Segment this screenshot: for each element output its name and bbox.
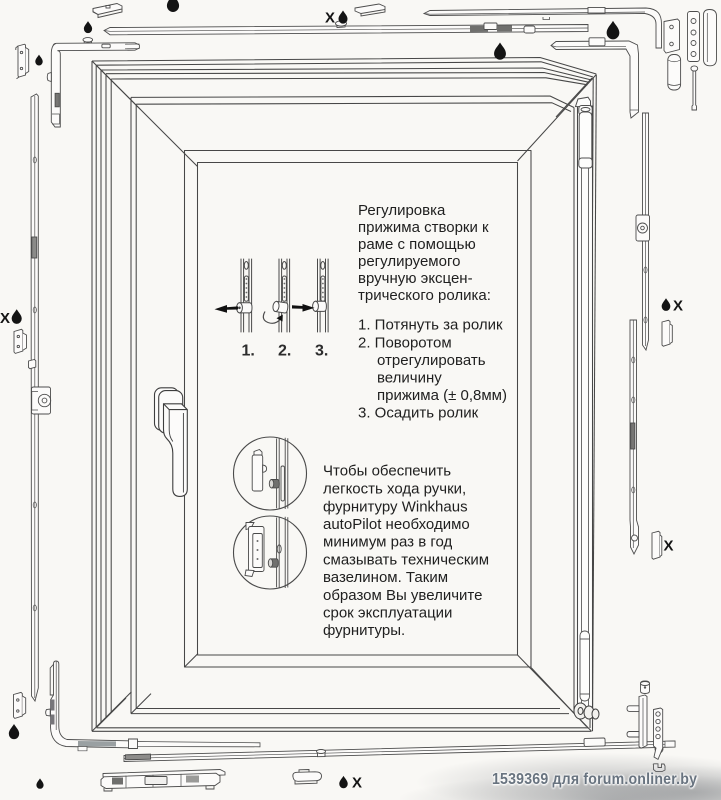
svg-text:1. Потянуть за ролик: 1. Потянуть за ролик <box>358 317 503 334</box>
svg-text:величину: величину <box>377 370 442 387</box>
svg-text:минимум раз в год: минимум раз в год <box>323 534 452 551</box>
svg-text:1.: 1. <box>242 343 255 360</box>
svg-text:прижима створки к: прижима створки к <box>358 219 489 236</box>
svg-text:3. Осадить ролик: 3. Осадить ролик <box>358 405 479 422</box>
svg-text:фурнитуру Winkhaus: фурнитуру Winkhaus <box>323 498 468 515</box>
svg-text:X: X <box>352 775 362 792</box>
svg-text:раме с помощью: раме с помощью <box>358 236 476 253</box>
svg-text:вазелином. Таким: вазелином. Таким <box>323 569 448 586</box>
svg-text:срок эксплуатации: срок эксплуатации <box>323 605 452 622</box>
svg-text:Регулировка: Регулировка <box>358 202 446 219</box>
svg-text:легкость хода ручки,: легкость хода ручки, <box>323 481 466 498</box>
svg-text:3.: 3. <box>315 343 328 360</box>
svg-text:регулируемого: регулируемого <box>358 253 460 270</box>
svg-text:фурнитуры.: фурнитуры. <box>323 622 405 639</box>
svg-text:смазывать техническим: смазывать техническим <box>323 551 489 568</box>
svg-text:образом Вы увеличите: образом Вы увеличите <box>323 587 482 604</box>
svg-text:2. Поворотом: 2. Поворотом <box>358 335 452 352</box>
svg-text:2.: 2. <box>278 343 291 360</box>
svg-text:X: X <box>673 298 683 315</box>
svg-text:X: X <box>325 10 335 27</box>
svg-text:autoPilot необходимо: autoPilot необходимо <box>323 516 470 533</box>
svg-text:вручную эксцен-: вручную эксцен- <box>358 270 473 287</box>
svg-text:трического ролика:: трического ролика: <box>358 287 491 304</box>
svg-text:отрегулировать: отрегулировать <box>377 352 486 369</box>
svg-text:X: X <box>664 538 674 555</box>
svg-text:X: X <box>0 310 10 327</box>
svg-text:Чтобы обеспечить: Чтобы обеспечить <box>323 463 451 480</box>
svg-text:прижима (± 0,8мм): прижима (± 0,8мм) <box>377 387 507 404</box>
